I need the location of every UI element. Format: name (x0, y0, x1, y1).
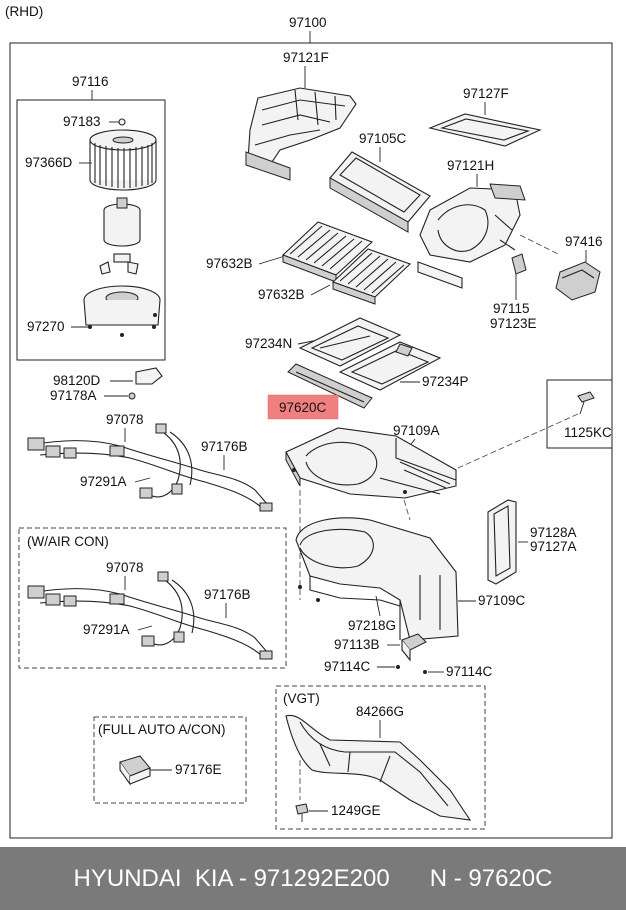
label-97416: 97416 (565, 234, 603, 249)
label-97234P: 97234P (422, 374, 469, 389)
label-97366D: 97366D (25, 155, 73, 170)
seal-97128A (487, 499, 517, 585)
label-97270: 97270 (27, 319, 65, 334)
door-97234N (298, 317, 402, 367)
wiring-harness-b (27, 571, 273, 660)
resistor-97113B (401, 633, 427, 662)
blower-fan-97366D (89, 129, 157, 191)
label-97114C-b: 97114C (446, 664, 493, 679)
vgt-frame (275, 685, 486, 830)
label-84266G: 84266G (356, 704, 404, 719)
label-97178A: 97178A (50, 388, 97, 403)
label-97113B: 97113B (334, 637, 380, 652)
bolt-1249GE (295, 803, 309, 822)
label-98120D: 98120D (53, 373, 101, 388)
label-1249GE: 1249GE (331, 803, 381, 818)
case-97121F (245, 87, 357, 181)
label-97128A: 97128A (530, 525, 577, 540)
label-97176E: 97176E (175, 762, 222, 777)
label-97114C-a: 97114C (324, 659, 371, 674)
filter-97632B-b (331, 248, 412, 305)
label-1125KC: 1125KC (564, 425, 612, 440)
label-97078-b: 97078 (106, 560, 144, 575)
actuator-97416 (555, 261, 601, 301)
highlight-97620C (267, 394, 339, 420)
cover-84266G (285, 714, 472, 821)
label-97234N: 97234N (245, 336, 292, 351)
label-97109A: 97109A (393, 423, 440, 438)
case-97109C (295, 517, 459, 641)
case-97121H (417, 183, 526, 289)
label-97620C[interactable]: 97620C (279, 400, 327, 415)
module-97176E (119, 755, 151, 786)
label-97121H: 97121H (447, 158, 494, 173)
cover-97105C (329, 151, 431, 233)
vgt-label: (VGT) (283, 691, 320, 706)
door-97234P (338, 341, 442, 391)
lever-97115 (511, 253, 527, 275)
label-97632B-b: 97632B (258, 287, 305, 302)
label-97123E: 97123E (490, 316, 537, 331)
label-97116: 97116 (72, 74, 109, 89)
filter-97632B-a (281, 221, 374, 283)
rhd-note: (RHD) (5, 4, 43, 19)
label-97078-a: 97078 (106, 412, 144, 427)
w-air-con-label: (W/AIR CON) (27, 534, 109, 549)
screw-1125KC (577, 391, 595, 415)
clip-97183 (118, 118, 126, 126)
full-auto-frame (93, 716, 247, 804)
case-97109A (285, 427, 457, 499)
wiring-harness-a (27, 423, 273, 512)
label-97121F: 97121F (283, 50, 329, 65)
label-97291A-b: 97291A (83, 622, 130, 637)
main-part-label: 97100 (289, 15, 327, 30)
label-97176B-a: 97176B (201, 439, 248, 454)
motor-housing-97270 (83, 285, 161, 337)
label-97291A-a: 97291A (80, 474, 127, 489)
label-97127F: 97127F (463, 86, 509, 101)
label-97115: 97115 (493, 301, 530, 316)
screw-97114C-a (396, 665, 400, 669)
label-97632B-a: 97632B (206, 256, 253, 271)
screw-97114C-b (423, 670, 427, 674)
label-97127A: 97127A (530, 539, 577, 554)
blower-group-frame (16, 99, 166, 361)
bracket-98120D (128, 367, 163, 400)
parts-diagram: (RHD) 97100 97116 97183 97366D 97270 (5, 4, 613, 839)
label-97105C: 97105C (359, 131, 407, 146)
blower-motor (103, 197, 141, 247)
motor-clips (99, 253, 139, 275)
label-97109C: 97109C (478, 593, 526, 608)
footer-part-numbers: HYUNDAI KIA - 971292E200 N - 97620C (0, 847, 626, 910)
full-auto-label: (FULL AUTO A/CON) (98, 722, 226, 737)
label-97218G: 97218G (348, 618, 396, 633)
damper-97620C (287, 363, 373, 409)
screw-1125KC-frame (546, 379, 613, 449)
label-97183: 97183 (63, 114, 101, 129)
w-air-con-frame (18, 527, 287, 669)
seal-97127F (428, 113, 542, 147)
label-97176B-b: 97176B (204, 587, 251, 602)
